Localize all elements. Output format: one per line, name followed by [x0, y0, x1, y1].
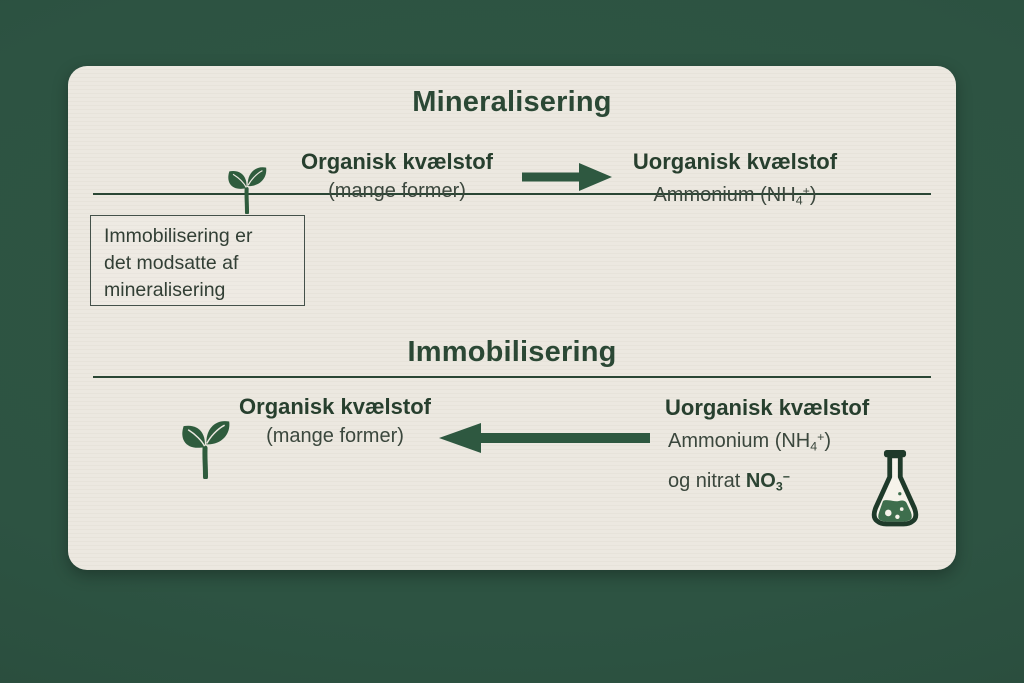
- note-line: Immobilisering er: [104, 225, 253, 247]
- node-subtitle: (mange former): [328, 180, 466, 202]
- divider-line: [93, 193, 931, 195]
- arrow-left-icon: [439, 423, 650, 453]
- sprout-icon: [182, 421, 230, 479]
- nitrat-formula: og nitrat NO3−: [668, 469, 790, 494]
- node-title: Organisk kvælstof: [301, 149, 493, 174]
- section-title-immobilisering: Immobilisering: [407, 336, 617, 368]
- diagram-card: Mineralisering Organisk kvælstof (mange …: [68, 66, 956, 570]
- note-line: mineralisering: [104, 279, 226, 301]
- node-title: Uorganisk kvælstof: [665, 395, 870, 420]
- ammonium-formula: Ammonium (NH4+): [668, 430, 832, 454]
- ammonium-formula: Ammonium (NH4+): [653, 184, 817, 208]
- note-line: det modsatte af: [104, 252, 239, 274]
- flask-icon: [871, 450, 919, 527]
- node-title: Uorganisk kvælstof: [632, 149, 838, 174]
- divider-line: [93, 376, 931, 378]
- node-subtitle: (mange former): [266, 425, 404, 447]
- node-uorganisk-bottom: Uorganisk kvælstof Ammonium (NH4+) og ni…: [665, 393, 965, 501]
- sprout-icon: [228, 167, 267, 214]
- arrow-right-icon: [522, 163, 612, 191]
- section-title-mineralisering: Mineralisering: [412, 86, 612, 118]
- node-title: Organisk kvælstof: [239, 394, 431, 419]
- node-organisk-top: Organisk kvælstof (mange former): [247, 147, 547, 207]
- note-box: Immobilisering er det modsatte af minera…: [90, 215, 305, 306]
- node-organisk-bottom: Organisk kvælstof (mange former): [185, 392, 485, 452]
- node-uorganisk-top: Uorganisk kvælstof Ammonium (NH4+): [585, 147, 885, 217]
